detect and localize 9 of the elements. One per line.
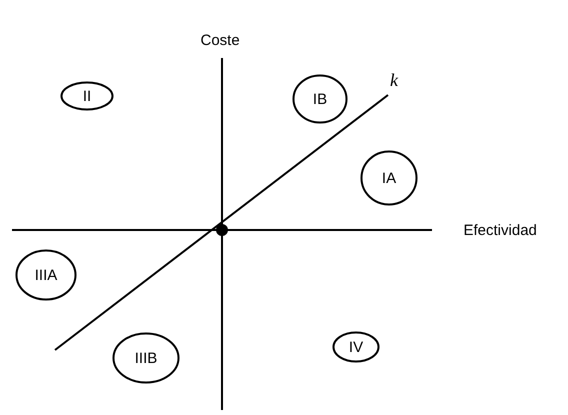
- region-label: IA: [382, 170, 396, 186]
- region-label: IIIA: [34, 266, 58, 284]
- axis-title: Coste: [200, 32, 240, 48]
- axis-title: Efectividad: [464, 222, 537, 238]
- region-label: IB: [312, 90, 328, 108]
- threshold-label: k: [390, 70, 398, 90]
- region-label: II: [82, 88, 92, 104]
- region-label: IIIB: [134, 350, 158, 366]
- region-label: IV: [348, 338, 364, 356]
